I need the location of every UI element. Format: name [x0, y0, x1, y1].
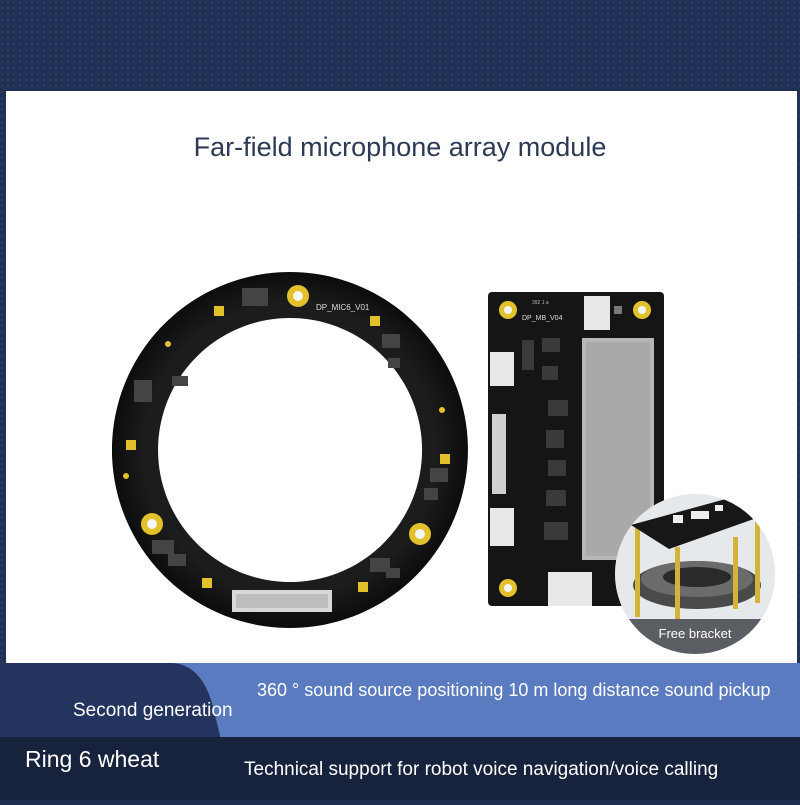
support-band — [0, 737, 800, 800]
mic-pad — [126, 440, 136, 450]
mic-pad — [440, 454, 450, 464]
mic-pad — [358, 582, 368, 592]
ring-silkscreen: DP_MIC6_V01 — [316, 303, 370, 312]
top-connector — [584, 296, 610, 330]
fpc-slot — [492, 414, 506, 494]
main-board: DP_MB_V04 392 1 a — [486, 290, 666, 608]
left-connector — [490, 352, 514, 386]
mounting-hole — [287, 285, 309, 307]
mic-pad — [214, 306, 224, 316]
left-connector — [490, 508, 514, 546]
ring-mic-board: DP_MIC6_V01 — [111, 272, 468, 628]
board-silkscreen: DP_MB_V04 — [522, 315, 563, 322]
board-small-label: 392 1 a — [532, 300, 549, 306]
bracket-label: Free bracket — [658, 626, 732, 641]
page-title: Far-field microphone array module — [193, 132, 607, 162]
bottom-connector — [548, 572, 592, 606]
generation-label: Second generation — [73, 700, 233, 721]
mounting-hole — [409, 523, 431, 545]
mic-pad — [202, 578, 212, 588]
mic-config-label: Ring 6 wheat — [25, 746, 160, 772]
bracket-inset — [615, 489, 775, 659]
mounting-hole — [141, 513, 163, 535]
positioning-label: 360 ° sound source positioning 10 m long… — [257, 680, 771, 700]
support-label: Technical support for robot voice naviga… — [244, 759, 719, 780]
mic-pad — [370, 316, 380, 326]
